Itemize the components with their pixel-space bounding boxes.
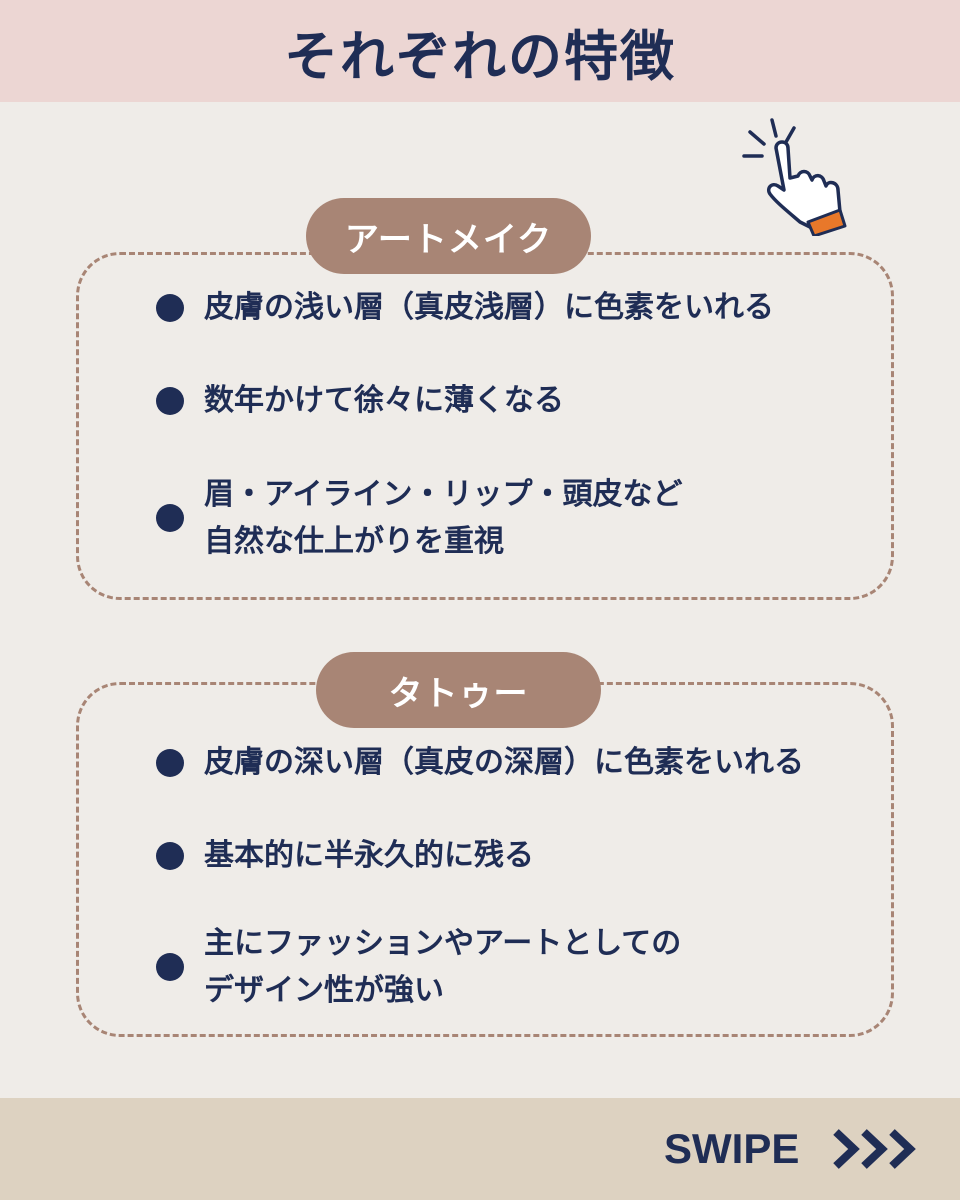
header-bar: それぞれの特徴 — [0, 0, 960, 102]
list-item-text: 皮膚の浅い層（真皮浅層）に色素をいれる — [204, 290, 774, 325]
list-item: 皮膚の浅い層（真皮浅層）に色素をいれる — [156, 284, 774, 331]
list-item-text: 眉・アイライン・リップ・頭皮など 自然な仕上がりを重視 — [204, 477, 683, 559]
page-title: それぞれの特徴 — [284, 24, 676, 88]
section-title-tattoo: タトゥー — [316, 652, 601, 728]
list-item-text: 基本的に半永久的に残る — [204, 838, 534, 873]
bullet-dot — [156, 293, 184, 322]
list-item-text: 主にファッションやアートとしての デザイン性が強い — [204, 926, 682, 1008]
bullet-dot — [156, 953, 184, 981]
footer-bar — [0, 1098, 960, 1200]
list-item-text: 数年かけて徐々に薄くなる — [204, 383, 564, 418]
list-item: 主にファッションやアートとしての デザイン性が強い — [156, 920, 681, 1014]
swipe-label[interactable]: SWIPE — [664, 1125, 800, 1172]
section-title-art-make: アートメイク — [306, 198, 591, 274]
bullet-dot — [156, 841, 184, 870]
tap-hand-icon — [742, 118, 847, 236]
list-item-text: 皮膚の深い層（真皮の深層）に色素をいれる — [204, 745, 804, 780]
bullet-dot — [156, 386, 184, 415]
bullet-dot — [156, 748, 184, 777]
list-item: 皮膚の深い層（真皮の深層）に色素をいれる — [156, 739, 804, 786]
list-item: 基本的に半永久的に残る — [156, 832, 534, 879]
list-item: 眉・アイライン・リップ・頭皮など 自然な仕上がりを重視 — [156, 471, 683, 565]
triple-chevron-right-icon[interactable] — [830, 1124, 924, 1174]
bullet-dot — [156, 504, 184, 532]
list-item: 数年かけて徐々に薄くなる — [156, 377, 564, 424]
